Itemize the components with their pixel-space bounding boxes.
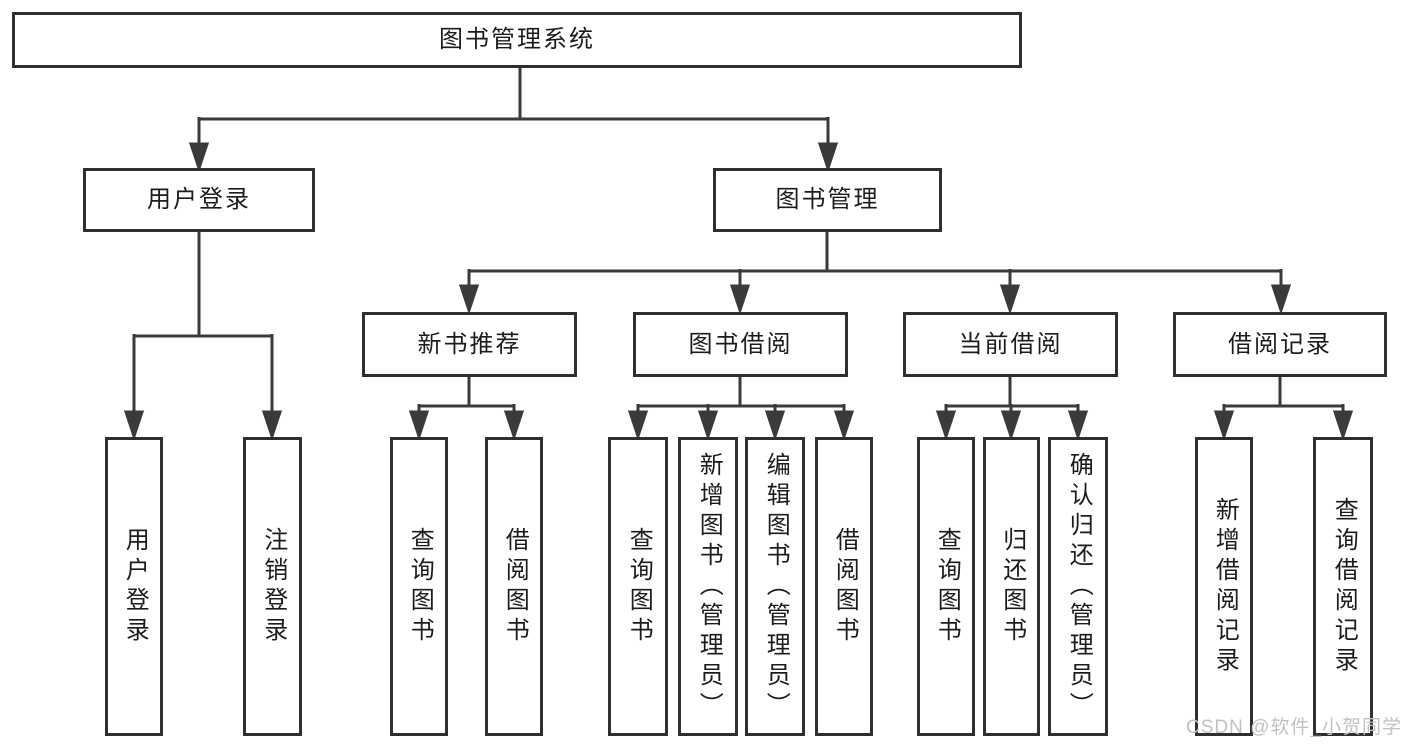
arrowhead-icon <box>1000 410 1022 441</box>
arrowhead-icon <box>503 410 525 441</box>
arrowhead-icon <box>1213 410 1235 441</box>
arrowhead-icon <box>188 142 210 173</box>
node-book-management: 图书管理 <box>713 168 942 232</box>
arrowhead-icon <box>1270 284 1292 315</box>
csdn-watermark: CSDN @软件_小贺同学 <box>1186 717 1402 738</box>
node-label: 新书推荐 <box>417 330 522 358</box>
node-label: 借阅记录 <box>1228 330 1332 358</box>
connector-borrow-to-leaves <box>627 377 855 441</box>
node-label: 新增借阅记录 <box>1211 496 1239 677</box>
node-user-login: 用户登录 <box>83 168 315 232</box>
arrowhead-icon <box>817 142 839 173</box>
arrowhead-icon <box>408 410 430 441</box>
leaf-edit-books-admin: 编辑图书（管理员） <box>745 437 805 736</box>
arrowhead-icon <box>697 410 719 441</box>
leaf-add-borrow-record: 新增借阅记录 <box>1195 437 1253 736</box>
node-label: 注销登录 <box>259 526 287 647</box>
connector-root-to-level2 <box>188 66 839 173</box>
arrowhead-icon <box>833 410 855 441</box>
leaf-borrow-books-recommend: 借阅图书 <box>485 437 543 736</box>
connector-user-login-to-leaves <box>123 232 283 441</box>
leaf-query-books-current: 查询图书 <box>917 437 975 736</box>
node-label: 当前借阅 <box>958 330 1063 358</box>
leaf-query-books-recommend: 查询图书 <box>390 437 448 736</box>
leaf-add-books-admin: 新增图书（管理员） <box>678 437 738 736</box>
leaf-query-books-borrow: 查询图书 <box>608 437 668 736</box>
connector-current-to-leaves <box>935 377 1089 441</box>
leaf-query-borrow-record: 查询借阅记录 <box>1313 437 1373 736</box>
leaf-logout: 注销登录 <box>243 437 302 736</box>
node-new-book-recommend: 新书推荐 <box>362 312 577 377</box>
node-book-borrow: 图书借阅 <box>633 312 848 377</box>
node-label: 编辑图书（管理员） <box>762 451 790 722</box>
leaf-confirm-return-admin: 确认归还（管理员） <box>1048 437 1108 736</box>
arrowhead-icon <box>764 410 786 441</box>
arrowhead-icon <box>935 410 957 441</box>
node-library-management-system: 图书管理系统 <box>12 12 1022 68</box>
arrowhead-icon <box>729 284 751 315</box>
connector-records-to-leaves <box>1213 377 1354 441</box>
arrowhead-icon <box>999 284 1021 315</box>
arrowhead-icon <box>627 410 649 441</box>
arrowhead-icon <box>1332 410 1354 441</box>
node-label: 用户登录 <box>121 526 149 647</box>
arrowhead-icon <box>1067 410 1089 441</box>
node-label: 用户登录 <box>147 186 251 213</box>
node-borrow-records: 借阅记录 <box>1173 312 1387 377</box>
node-label: 查询图书 <box>406 526 434 647</box>
leaf-borrow-books: 借阅图书 <box>815 437 873 736</box>
node-label: 归还图书 <box>998 526 1026 647</box>
node-label: 图书管理系统 <box>439 26 595 53</box>
node-label: 图书管理 <box>775 186 880 213</box>
arrowhead-icon <box>123 410 145 441</box>
node-label: 查询图书 <box>625 526 653 647</box>
node-current-borrow: 当前借阅 <box>903 312 1118 377</box>
node-label: 借阅图书 <box>831 526 859 647</box>
arrowhead-icon <box>458 284 480 315</box>
node-label: 查询图书 <box>933 526 961 647</box>
connector-book-management-to-level3 <box>458 232 1292 315</box>
connector-recommend-to-leaves <box>408 377 525 441</box>
node-label: 图书借阅 <box>688 330 793 358</box>
arrowhead-icon <box>261 410 283 441</box>
node-label: 确认归还（管理员） <box>1065 451 1093 722</box>
leaf-user-login: 用户登录 <box>105 437 163 736</box>
node-label: 新增图书（管理员） <box>695 451 723 722</box>
leaf-return-books: 归还图书 <box>983 437 1040 736</box>
node-label: 查询借阅记录 <box>1330 496 1358 677</box>
node-label: 借阅图书 <box>501 526 529 647</box>
